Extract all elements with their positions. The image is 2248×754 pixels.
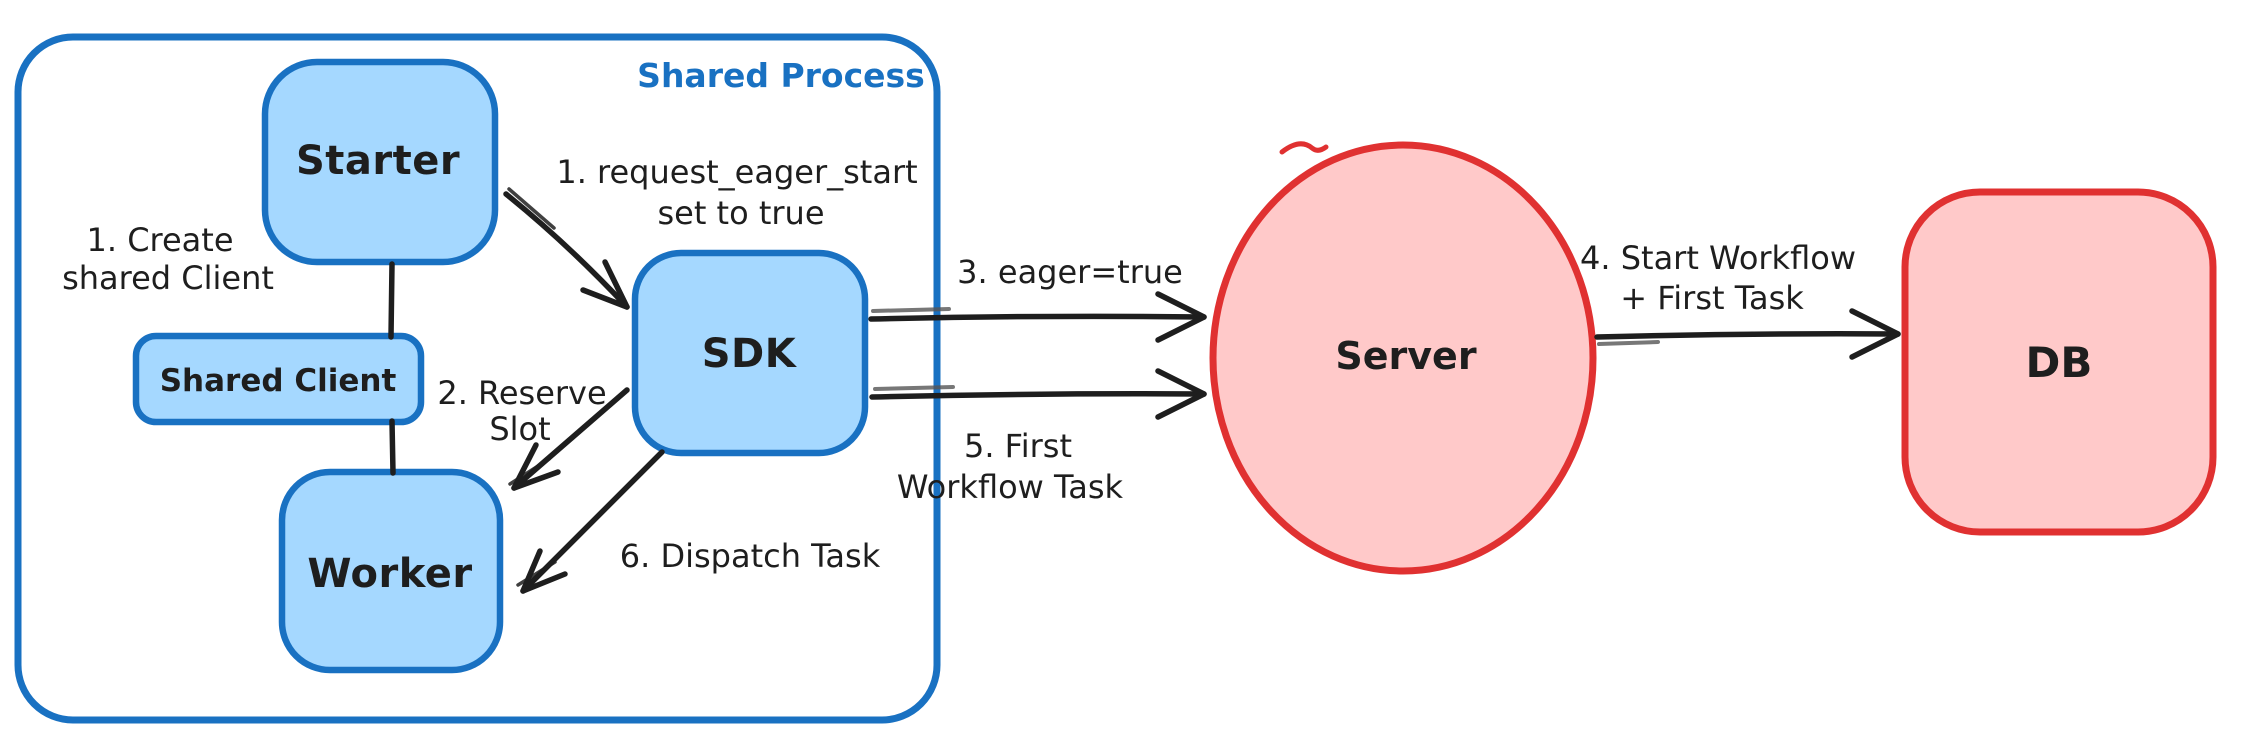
sdk-label: SDK — [702, 331, 798, 377]
annotation-eager-true-text: 3. eager=true — [957, 253, 1183, 291]
arrow-sdk-to-worker-dispatch — [516, 449, 665, 594]
server-label: Server — [1335, 334, 1476, 378]
worker-label: Worker — [307, 551, 472, 597]
starter-label: Starter — [296, 138, 460, 184]
db-label: DB — [2026, 338, 2093, 387]
connector-line-top — [388, 261, 395, 340]
annotation-request-eager-start: 1. request_eager_start set to true — [556, 153, 917, 232]
annotation-first-task-line2: Workflow Task — [897, 468, 1124, 506]
annotation-start-workflow: 4. Start Workflow + First Task — [1580, 239, 1856, 317]
annotation-dispatch-task: 6. Dispatch Task — [620, 537, 881, 575]
server-ellipse — [1209, 141, 1597, 575]
annotation-first-workflow-task: 5. First Workflow Task — [897, 427, 1124, 506]
starter-box — [261, 58, 499, 266]
arrow-sdk-to-server-lower — [869, 368, 1207, 420]
arrow-server-to-db — [1594, 308, 1901, 360]
annotation-create-line2: shared Client — [62, 259, 274, 297]
annotation-reserve-slot: 2. Reserve Slot — [437, 374, 606, 448]
connector-line-bottom — [389, 418, 396, 476]
node-worker: Worker — [278, 468, 504, 674]
annotation-request-line1: 1. request_eager_start — [556, 153, 917, 191]
annotation-start-workflow-line1: 4. Start Workflow — [1580, 239, 1856, 277]
arrow-starter-to-sdk — [503, 187, 630, 310]
shared-process-label: Shared Process — [637, 56, 925, 95]
shared-client-box — [132, 332, 425, 426]
node-server: Server — [1209, 141, 1597, 575]
node-db: DB — [1901, 188, 2217, 536]
db-box — [1901, 188, 2217, 536]
annotation-reserve-line1: 2. Reserve — [437, 374, 606, 412]
node-starter: Starter — [261, 58, 499, 266]
node-sdk: SDK — [631, 249, 869, 457]
annotation-first-task-line1: 5. First — [964, 427, 1072, 465]
annotation-start-workflow-line2: + First Task — [1620, 279, 1804, 317]
arrow-sdk-to-worker-reserve — [508, 387, 630, 491]
sdk-box — [631, 249, 869, 457]
annotation-eager-true: 3. eager=true — [957, 253, 1183, 291]
annotation-create-line1: 1. Create — [86, 221, 233, 259]
shared-process-container: Shared Process — [14, 33, 941, 724]
annotation-reserve-line2: Slot — [489, 410, 550, 448]
shared-client-label: Shared Client — [160, 363, 397, 399]
annotation-create-shared-client: 1. Create shared Client — [62, 221, 274, 297]
annotation-request-line2: set to true — [657, 194, 824, 232]
server-sketch-squiggle — [1279, 141, 1329, 155]
annotation-dispatch-task-text: 6. Dispatch Task — [620, 537, 881, 575]
connector-starter-shared-client-worker — [388, 261, 396, 476]
arrow-sdk-to-server-upper — [868, 291, 1207, 343]
shared-process-frame — [14, 33, 941, 724]
node-shared-client: Shared Client — [132, 332, 425, 426]
